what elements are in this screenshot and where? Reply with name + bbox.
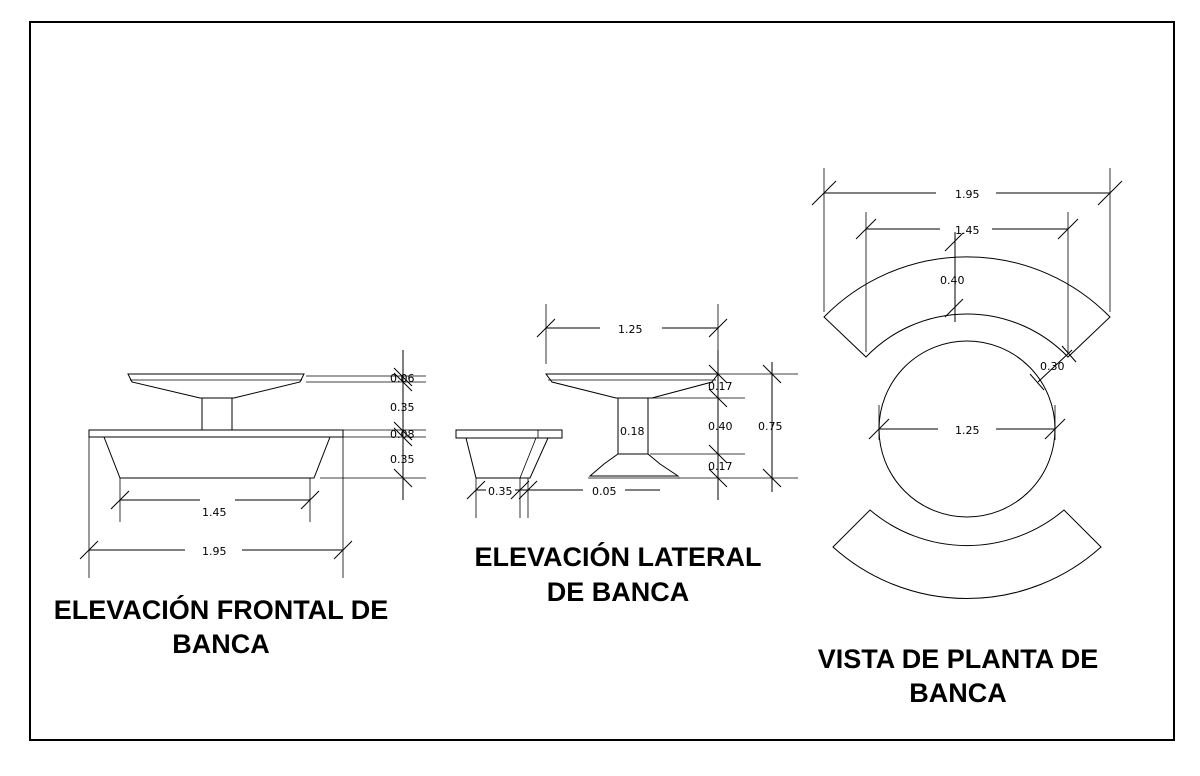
frontal-column <box>201 397 233 431</box>
dim-frontal-lower-height: 0.35 <box>390 453 415 466</box>
lateral-side-slab <box>455 429 563 439</box>
title-lateral-line1: ELEVACIÓN LATERAL <box>475 541 762 572</box>
frontal-elevation: 0.06 0.35 0.08 0.35 1.45 1.95 ELEVACIÓN … <box>54 350 426 659</box>
lateral-column <box>617 397 649 455</box>
plan-lower-arc-bench <box>832 509 1102 599</box>
title-frontal-line1: ELEVACIÓN FRONTAL DE <box>54 594 389 625</box>
dim-lateral-offset: 0.05 <box>592 485 617 498</box>
dim-plan-inner-width: 1.45 <box>955 224 980 237</box>
dim-lateral-lower-part: 0.17 <box>708 460 733 473</box>
dim-frontal-top-thickness: 0.06 <box>390 372 415 385</box>
lateral-foot <box>588 453 680 477</box>
title-lateral-line2: DE BANCA <box>547 577 690 607</box>
dim-frontal-upper-height: 0.35 <box>390 401 415 414</box>
dim-lateral-upper-part: 0.17 <box>708 380 733 393</box>
dim-lateral-middle-part: 0.40 <box>708 420 733 433</box>
plan-upper-arc-bench <box>823 256 1111 358</box>
dim-plan-arc-depth: 0.40 <box>940 274 965 287</box>
dim-lateral-top-width: 1.25 <box>618 323 643 336</box>
dim-frontal-inner-width: 1.45 <box>202 506 227 519</box>
dim-lateral-column-width: 0.18 <box>620 425 645 438</box>
dim-frontal-outer-width: 1.95 <box>202 545 227 558</box>
frontal-slab <box>88 429 344 438</box>
dim-lateral-total-height: 0.75 <box>758 420 783 433</box>
dim-plan-outer-width: 1.95 <box>955 188 980 201</box>
title-plan-line2: BANCA <box>909 678 1007 708</box>
title-frontal-line2: BANCA <box>172 629 270 659</box>
frontal-base <box>103 436 331 479</box>
lateral-side-base <box>465 437 549 479</box>
sheet-border <box>29 21 1175 741</box>
frontal-top-tray <box>127 373 305 399</box>
dim-lateral-base-width: 0.35 <box>488 485 513 498</box>
title-plan-line1: VISTA DE PLANTA DE <box>818 644 1099 674</box>
dim-frontal-mid-thickness: 0.08 <box>390 428 415 441</box>
dim-plan-circle-diameter: 1.25 <box>955 424 980 437</box>
dim-plan-gap: 0.30 <box>1040 360 1065 373</box>
lateral-top-tray <box>545 373 719 399</box>
lateral-elevation: 1.25 0.17 0.40 0.17 0.75 0.18 0.35 0.05 … <box>455 304 798 607</box>
plan-view: 1.95 1.45 0.40 0.30 1.25 VISTA DE PLANTA… <box>811 168 1123 708</box>
